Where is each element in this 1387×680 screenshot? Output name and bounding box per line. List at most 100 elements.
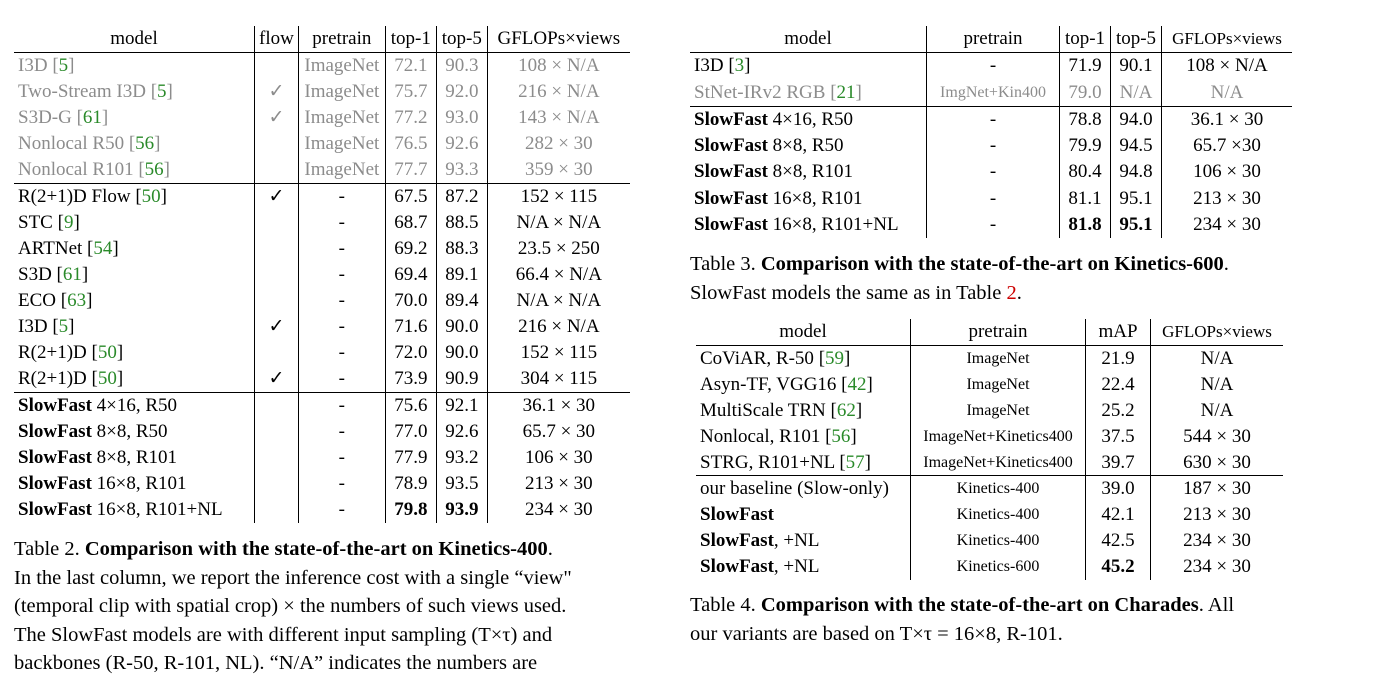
cell-flow [254, 419, 299, 445]
citation-link[interactable]: 61 [62, 264, 82, 285]
cell-pretrain: - [298, 288, 386, 314]
model-name: our baseline (Slow-only) [700, 478, 889, 500]
checkmark-icon: ✓ [268, 186, 285, 207]
caption-label: Table 2. [14, 538, 80, 560]
citation-link[interactable]: 62 [836, 399, 856, 421]
cell-gflops: 152 × 115 [520, 342, 598, 363]
cell-pretrain: - [298, 445, 386, 471]
caption-label: Table 3. [690, 253, 756, 275]
cell-top1: 68.7 [385, 210, 437, 236]
model-name: ARTNet [18, 238, 83, 259]
cell-map: 39.7 [1085, 449, 1151, 476]
cell-gflops: 36.1 × 30 [1161, 105, 1292, 134]
cell-flow [254, 52, 299, 79]
cell-map: 25.2 [1085, 397, 1151, 424]
cell-top1: 75.6 [385, 392, 437, 419]
citation-link[interactable]: 50 [97, 368, 117, 389]
cell-top5: 87.2 [436, 183, 488, 210]
citation-link[interactable]: 21 [836, 81, 856, 103]
caption-label: Table 4. [690, 594, 756, 616]
cell-pretrain: - [926, 185, 1060, 213]
cell-pretrain: ImageNet [298, 52, 386, 79]
citation-link[interactable]: 3 [734, 55, 745, 77]
cell-gflops: 234 × 30 [524, 499, 593, 520]
citation-link[interactable]: 61 [82, 107, 102, 128]
cell-model: SlowFast 8×8, R50 [14, 419, 255, 445]
cell-model: CoViAR, R-50 [59] [696, 345, 911, 372]
cell-top5: 89.4 [436, 288, 488, 314]
cell-top5: 93.3 [436, 157, 488, 184]
cell-gflops: 359 × 30 [524, 159, 593, 180]
citation-link[interactable]: 63 [67, 290, 87, 311]
citation-link[interactable]: 54 [93, 238, 113, 259]
model-name: Nonlocal R101 [18, 159, 134, 180]
checkmark-icon: ✓ [268, 368, 285, 389]
cell-top1: 77.2 [385, 105, 437, 131]
model-name: R(2+1)D [18, 342, 87, 363]
cell-gflops: 630 × 30 [1183, 451, 1251, 473]
cell-top1-best: 81.8 [1068, 214, 1102, 236]
model-name-bold: SlowFast [694, 135, 768, 157]
table-3-kinetics-600: model pretrain top-1 top-5 GFLOPs×views … [690, 26, 1292, 239]
col-header-gflops: GFLOPs×views [1161, 26, 1292, 54]
cell-top1: 75.7 [385, 79, 437, 105]
model-config: 8×8, R50 [767, 135, 844, 157]
col-header-flow: flow [254, 26, 299, 53]
cell-gflops: N/A [1200, 347, 1234, 369]
cell-top1: 78.8 [1059, 105, 1111, 134]
checkmark-icon: ✓ [268, 316, 285, 337]
citation-link[interactable]: 59 [825, 347, 845, 369]
cell-flow [254, 288, 299, 314]
citation-link[interactable]: 56 [135, 133, 155, 154]
citation-link[interactable]: 57 [845, 451, 865, 473]
citation-link[interactable]: 42 [847, 373, 867, 395]
col-header-map: mAP [1085, 319, 1151, 346]
model-name: StNet-IRv2 RGB [694, 81, 826, 103]
col-header-pretrain: pretrain [910, 319, 1086, 346]
model-name-bold: SlowFast [694, 161, 768, 183]
cell-top1: 72.0 [385, 340, 437, 366]
cell-model: SlowFast, +NL [696, 554, 911, 581]
cell-top1: 78.9 [385, 471, 437, 497]
cell-gflops: 213 × 30 [1183, 504, 1251, 526]
cell-top5: 95.1 [1110, 185, 1162, 213]
citation-link[interactable]: 9 [63, 212, 74, 233]
cell-top5-best: 93.9 [445, 499, 479, 520]
citation-link[interactable]: 5 [58, 55, 69, 76]
citation-link[interactable]: 56 [831, 425, 851, 447]
model-name: I3D [694, 55, 724, 77]
table-ref-link[interactable]: 2 [1006, 281, 1017, 304]
caption-line: SlowFast models the same as in Table 2. [690, 279, 1330, 308]
col-header-pretrain: pretrain [926, 26, 1060, 54]
cell-map: 22.4 [1085, 371, 1151, 398]
citation-link[interactable]: 5 [157, 81, 167, 102]
cell-pretrain: - [298, 392, 386, 419]
cell-top1: 69.4 [385, 262, 437, 288]
cell-gflops: N/A × N/A [516, 290, 602, 311]
checkmark-icon: ✓ [268, 81, 285, 102]
citation-link[interactable]: 50 [97, 342, 117, 363]
citation-link[interactable]: 56 [144, 159, 164, 180]
citation-link[interactable]: 5 [58, 316, 69, 337]
cell-top5: 94.5 [1110, 133, 1162, 160]
caption-line: The SlowFast models are with different i… [14, 623, 553, 646]
citation-link[interactable]: 50 [141, 186, 161, 207]
cell-model: Two-Stream I3D [5] [14, 79, 255, 105]
